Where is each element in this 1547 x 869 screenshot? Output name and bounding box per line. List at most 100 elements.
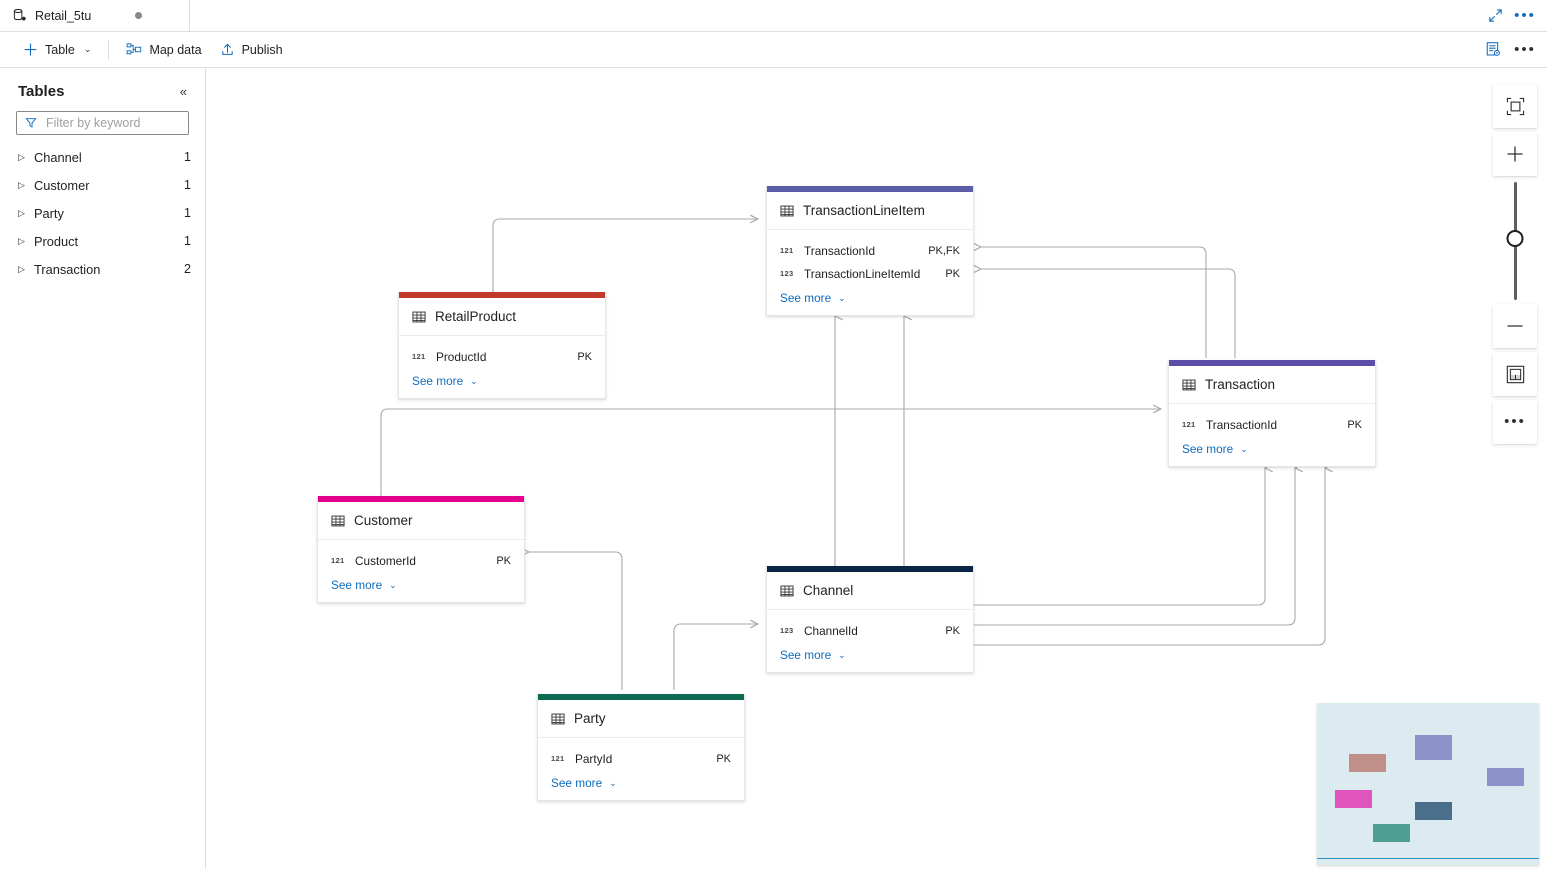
sidebar-item-party[interactable]: ▷ Party 1 — [0, 199, 205, 227]
card-accent-bar — [1169, 360, 1375, 366]
field-row[interactable]: 121 CustomerId PK — [318, 549, 524, 572]
chevron-right-icon[interactable]: ▷ — [18, 263, 25, 274]
entity-card-channel[interactable]: Channel 123 ChannelId PK See more ⌄ — [766, 566, 974, 673]
sidebar-item-transaction[interactable]: ▷ Transaction 2 — [0, 255, 205, 283]
canvas-minimap[interactable] — [1317, 703, 1539, 865]
zoom-slider-thumb[interactable] — [1506, 230, 1524, 247]
unsaved-indicator-dot — [135, 12, 143, 19]
edge-transaction-tli-1 — [981, 247, 1207, 358]
field-type-icon: 123 — [780, 626, 794, 635]
chevron-right-icon[interactable]: ▷ — [18, 235, 25, 246]
zoom-out-button[interactable] — [1493, 304, 1537, 348]
entity-card-transactionlineitem[interactable]: TransactionLineItem 121 TransactionId PK… — [766, 186, 974, 316]
minimap-rect-retailproduct — [1349, 754, 1386, 772]
card-header[interactable]: TransactionLineItem — [767, 192, 973, 230]
command-bar-overflow-label: ••• — [1514, 40, 1536, 58]
tab-bar-overflow-button[interactable]: ••• — [1511, 3, 1539, 29]
card-header[interactable]: Customer — [318, 502, 524, 540]
field-name: TransactionId — [804, 243, 876, 258]
tab-retail-5tu[interactable]: Retail_5tu — [0, 0, 190, 31]
minus-icon — [1506, 317, 1524, 335]
entity-card-retailproduct[interactable]: RetailProduct 121 ProductId PK See more … — [398, 292, 606, 399]
sidebar-item-customer[interactable]: ▷ Customer 1 — [0, 171, 205, 199]
command-bar-overflow-button[interactable]: ••• — [1511, 37, 1539, 63]
see-more-button[interactable]: See more ⌄ — [318, 572, 524, 594]
edge-retailproduct-transactionlineitem — [492, 219, 758, 298]
plus-icon — [1506, 145, 1524, 163]
sidebar-item-label: Channel — [34, 149, 82, 165]
filter-box[interactable] — [16, 111, 189, 135]
tab-title: Retail_5tu — [35, 8, 92, 23]
field-type-icon: 121 — [551, 754, 565, 763]
card-title: Party — [574, 711, 606, 726]
field-name: TransactionId — [1206, 417, 1278, 432]
zoom-slider[interactable] — [1493, 180, 1537, 302]
chevron-down-icon: ⌄ — [83, 44, 92, 54]
see-more-label: See more — [412, 374, 464, 388]
field-row[interactable]: 121 TransactionId PK,FK — [767, 239, 973, 262]
table-icon — [780, 584, 794, 598]
database-new-icon — [12, 8, 27, 23]
entity-card-customer[interactable]: Customer 121 CustomerId PK See more ⌄ — [317, 496, 525, 603]
zoom-in-button[interactable] — [1493, 132, 1537, 176]
card-fields: 121 TransactionId PK,FK 123 TransactionL… — [767, 230, 973, 315]
sidebar-item-product[interactable]: ▷ Product 1 — [0, 227, 205, 255]
tables-sidebar: Tables « ▷ Channel 1 ▷ Customer — [0, 68, 206, 869]
field-name: TransactionLineItemId — [804, 266, 921, 281]
er-diagram-canvas[interactable]: TransactionLineItem 121 TransactionId PK… — [206, 68, 1547, 869]
table-icon — [412, 310, 426, 324]
sidebar-item-channel[interactable]: ▷ Channel 1 — [0, 143, 205, 171]
see-more-button[interactable]: See more ⌄ — [399, 368, 605, 390]
chevron-right-icon[interactable]: ▷ — [18, 179, 25, 190]
add-table-label: Table — [45, 42, 75, 57]
entity-card-transaction[interactable]: Transaction 121 TransactionId PK See mor… — [1168, 360, 1376, 467]
filter-input[interactable] — [44, 115, 180, 131]
card-fields: 121 TransactionId PK See more ⌄ — [1169, 404, 1375, 466]
document-settings-icon[interactable] — [1479, 37, 1507, 63]
card-accent-bar — [538, 694, 744, 700]
sidebar-title: Tables — [18, 83, 65, 100]
field-row[interactable]: 121 TransactionId PK — [1169, 413, 1375, 436]
minimap-rect-transactionlineitem — [1415, 735, 1452, 760]
card-header[interactable]: Transaction — [1169, 366, 1375, 404]
chevron-right-icon[interactable]: ▷ — [18, 207, 25, 218]
card-header[interactable]: Party — [538, 700, 744, 738]
minimap-toggle-button[interactable] — [1493, 352, 1537, 396]
table-icon — [1182, 378, 1196, 392]
field-row[interactable]: 121 PartyId PK — [538, 747, 744, 770]
field-name: PartyId — [575, 751, 613, 766]
publish-button[interactable]: Publish — [211, 36, 292, 64]
see-more-button[interactable]: See more ⌄ — [767, 285, 973, 307]
sidebar-item-label: Party — [34, 205, 64, 221]
publish-upload-icon — [220, 42, 235, 57]
field-row[interactable]: 123 TransactionLineItemId PK — [767, 262, 973, 285]
canvas-more-options-button[interactable]: ••• — [1493, 400, 1537, 444]
sidebar-item-count: 1 — [184, 178, 191, 192]
card-header[interactable]: Channel — [767, 572, 973, 610]
see-more-button[interactable]: See more ⌄ — [767, 642, 973, 664]
sidebar-item-count: 1 — [184, 234, 191, 248]
sidebar-item-count: 2 — [184, 262, 191, 276]
command-separator — [108, 39, 110, 60]
see-more-button[interactable]: See more ⌄ — [1169, 436, 1375, 458]
minimap-viewport-indicator[interactable] — [1317, 858, 1539, 859]
sidebar-item-label: Transaction — [34, 261, 101, 277]
field-row[interactable]: 123 ChannelId PK — [767, 619, 973, 642]
see-more-label: See more — [780, 291, 832, 305]
add-table-button[interactable]: Table ⌄ — [14, 36, 100, 64]
chevron-down-icon: ⌄ — [838, 292, 846, 303]
chevron-right-icon[interactable]: ▷ — [18, 151, 25, 162]
chevron-double-left-icon[interactable]: « — [179, 84, 187, 99]
expand-diagonal-icon[interactable] — [1481, 3, 1509, 29]
fit-to-screen-button[interactable] — [1493, 84, 1537, 128]
card-header[interactable]: RetailProduct — [399, 298, 605, 336]
card-accent-bar — [767, 566, 973, 572]
field-row[interactable]: 121 ProductId PK — [399, 345, 605, 368]
entity-card-party[interactable]: Party 121 PartyId PK See more ⌄ — [537, 694, 745, 801]
field-key-badge: PK — [577, 350, 592, 363]
card-fields: 121 ProductId PK See more ⌄ — [399, 336, 605, 398]
map-data-button[interactable]: Map data — [117, 36, 210, 64]
card-accent-bar — [767, 186, 973, 192]
see-more-button[interactable]: See more ⌄ — [538, 770, 744, 792]
edge-customer-transaction — [380, 409, 1161, 498]
